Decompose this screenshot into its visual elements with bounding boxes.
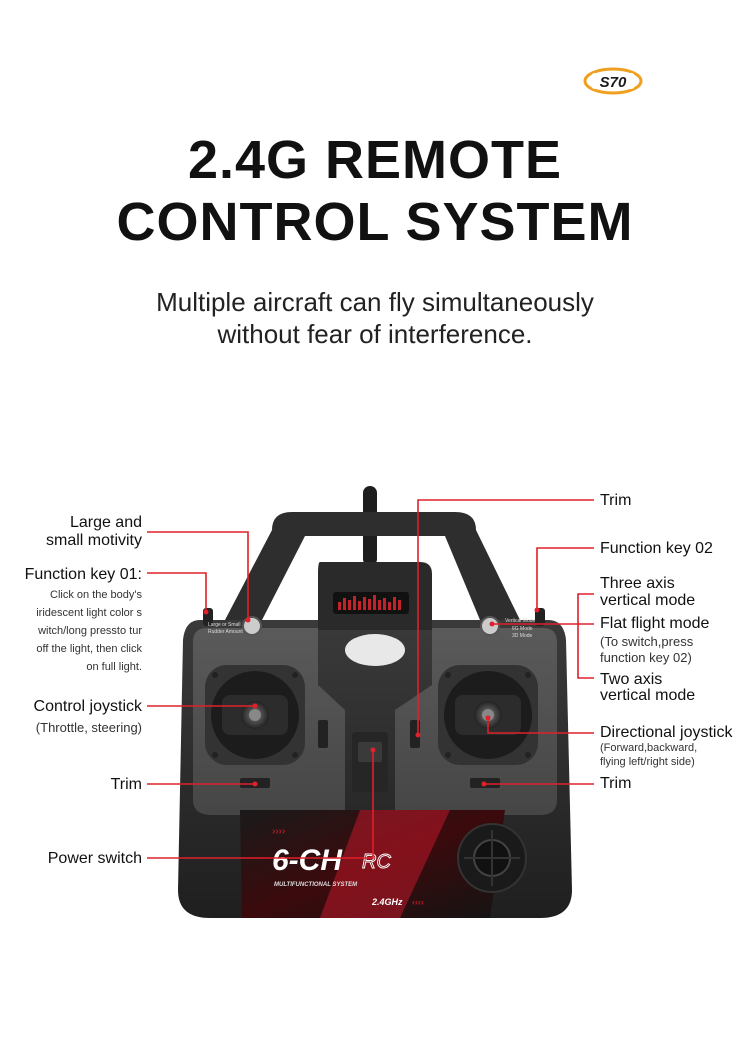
page-title-line2: CONTROL SYSTEM (116, 192, 634, 252)
label-power-switch: Power switch (47, 850, 142, 867)
badge-main: 6-CH (272, 844, 343, 877)
remote-controller: Large or Small Rudder Amount Vertical Mo… (178, 486, 572, 918)
label-three-axis-1: Three axis (600, 575, 675, 592)
label-control-joystick: Control joystick (33, 698, 142, 715)
oval-light (345, 634, 405, 666)
label-directional-sub-1: (Forward,backward, (600, 742, 698, 754)
label-fkey01-desc-3: witch/long pressto tur (38, 625, 142, 637)
label-fkey01-desc-5: on full light. (86, 661, 142, 673)
label-flat-flight-sub-1: (To switch,press (600, 634, 694, 649)
badge-sub: MULTIFUNCTIONAL SYSTEM (274, 882, 358, 888)
label-trim-bottom: Trim (600, 775, 632, 792)
left-vertical-trim (318, 720, 328, 748)
label-flat-flight-sub-2: function key 02) (600, 650, 692, 665)
brand-logo: S70 (583, 67, 643, 95)
d-pad (457, 823, 527, 893)
left-switch-label-1: Large or Small (208, 622, 241, 628)
subtitle-line1: Multiple aircraft can fly simultaneously (156, 287, 594, 317)
svg-text:‹‹‹‹: ‹‹‹‹ (412, 897, 424, 907)
label-motivity-1: Large and (69, 514, 142, 531)
label-trim-left: Trim (110, 776, 142, 793)
right-joystick (438, 665, 538, 765)
brand-logo-text: S70 (600, 74, 627, 91)
right-switch-label-1: Vertical Mode (505, 618, 536, 624)
label-function-key-01: Function key 01: (24, 566, 142, 583)
label-trim-top: Trim (600, 492, 632, 509)
label-two-axis-1: Two axis (600, 671, 663, 688)
badge-freq: 2.4GHz (371, 897, 403, 907)
label-three-axis-2: vertical mode (600, 592, 696, 609)
right-switch-label-2: 6G Mode (512, 626, 533, 632)
label-fkey01-desc-2: iridescent light color s (36, 607, 142, 619)
svg-text:››››: ›››› (272, 826, 285, 837)
label-control-joystick-sub: (Throttle, steering) (35, 720, 142, 735)
label-flat-flight: Flat flight mode (600, 615, 710, 632)
label-two-axis-2: vertical mode (600, 687, 696, 704)
model-badge: ›››› 6-CH RC MULTIFUNCTIONAL SYSTEM 2.4G… (240, 810, 505, 918)
label-function-key-02: Function key 02 (600, 540, 713, 557)
badge-rc: RC (362, 851, 391, 873)
label-directional-joystick: Directional joystick (600, 724, 733, 741)
label-motivity-2: small motivity (45, 532, 142, 549)
left-switch-label-2: Rudder Amount (208, 629, 243, 635)
subtitle-line2: without fear of interference. (217, 319, 533, 349)
page-title-line1: 2.4G REMOTE (187, 130, 563, 190)
right-switch-label-3: 3D Mode (512, 633, 533, 639)
left-joystick (205, 665, 305, 765)
label-fkey01-desc-4: off the light, then click (36, 643, 142, 655)
label-fkey01-desc-1: Click on the body's (50, 589, 142, 601)
function-key-02 (535, 608, 545, 626)
label-directional-sub-2: flying left/right side) (600, 756, 695, 768)
right-toggle-switch (480, 616, 500, 636)
carry-handle (225, 512, 520, 620)
